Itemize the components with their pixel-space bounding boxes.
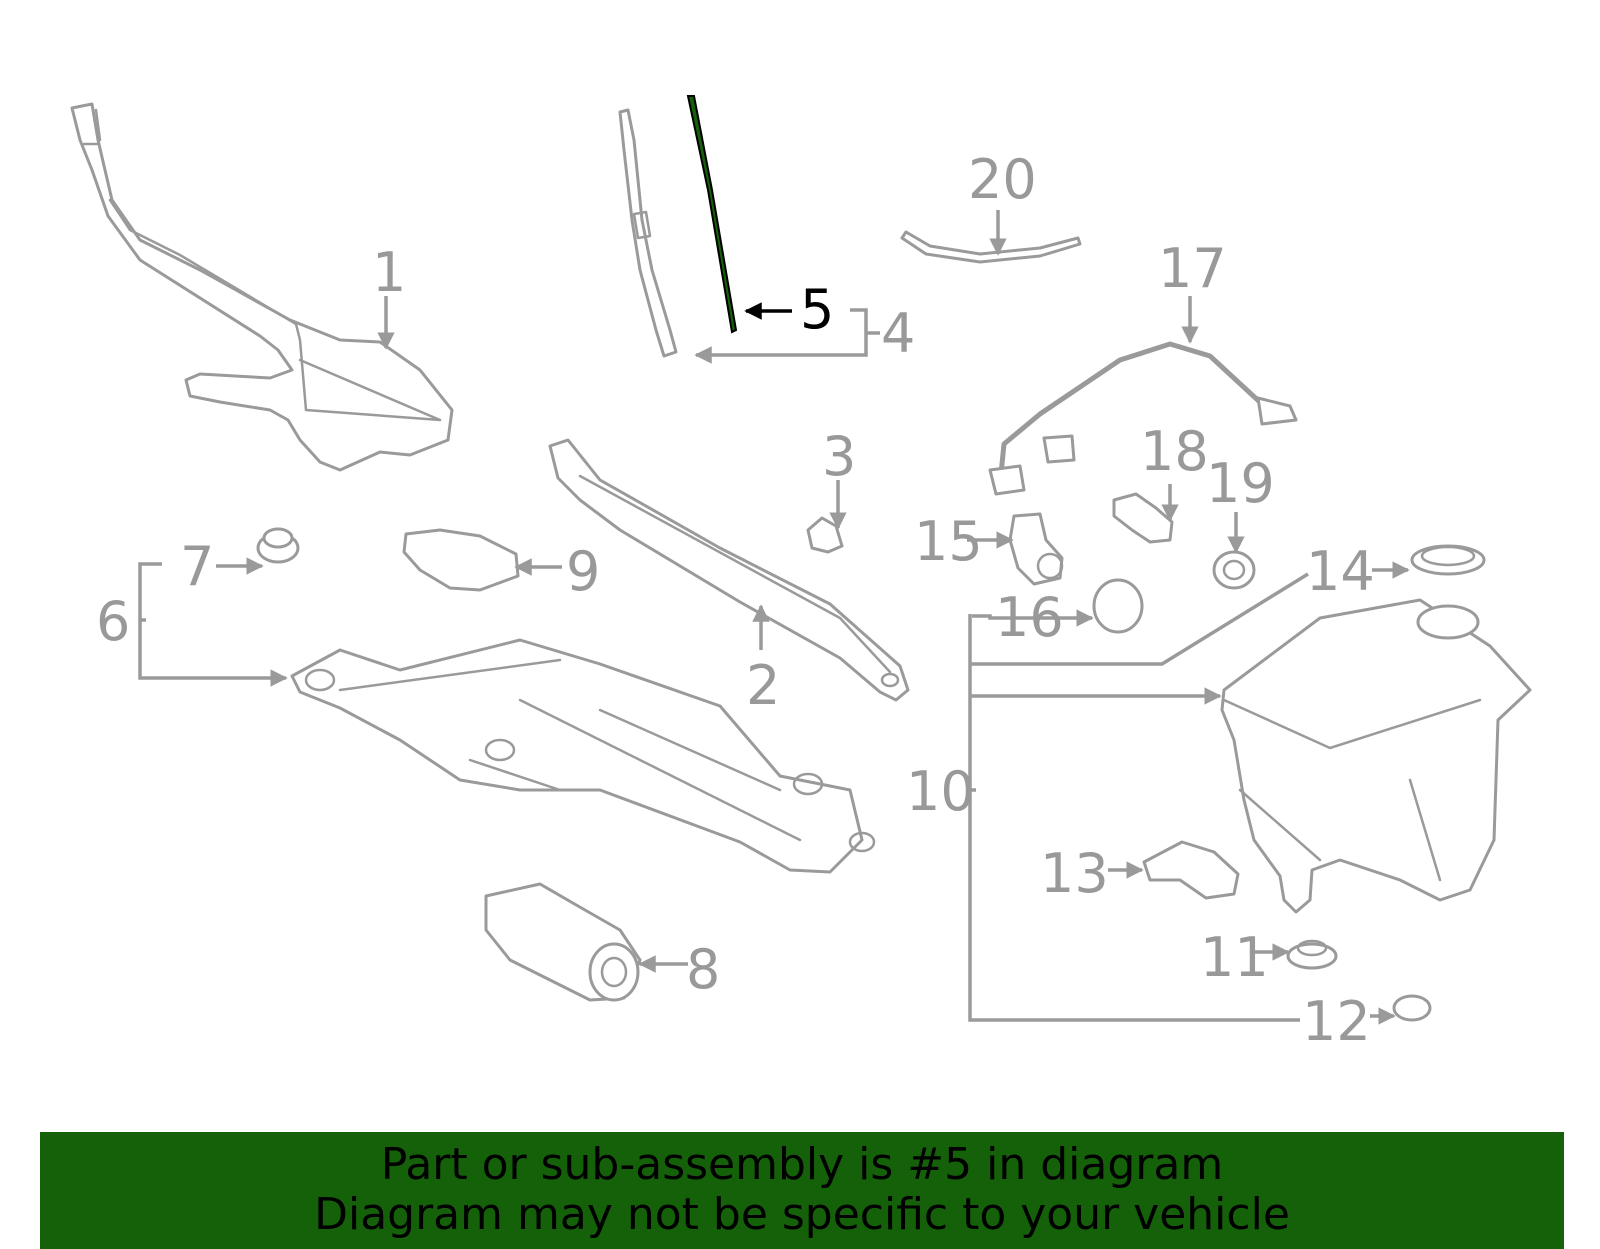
- part-4-wiper-blade: [618, 108, 678, 358]
- part-1-wiper-arm: [70, 102, 454, 472]
- part-17-wiring-harness: [988, 341, 1298, 496]
- part-19-grommet: [1212, 550, 1256, 590]
- banner-line-2: Diagram may not be specific to your vehi…: [314, 1189, 1290, 1240]
- leader-lines: [138, 210, 1410, 1025]
- callout-1: 1: [372, 241, 406, 304]
- part-2-wiper-arm: [548, 438, 910, 702]
- callout-9: 9: [566, 540, 600, 603]
- part-6-wiper-linkage: [290, 638, 876, 874]
- callout-19: 19: [1206, 452, 1275, 515]
- callout-11: 11: [1200, 926, 1269, 989]
- part-14-cap: [1410, 544, 1486, 576]
- part-10-washer-reservoir: [1220, 598, 1532, 914]
- callout-7: 7: [180, 535, 214, 598]
- parts-diagram: 1 2 3 4 5 6 7 8 9 10 11 12 13 14 15 16 1…: [70, 95, 1532, 1053]
- callout-10: 10: [906, 760, 975, 823]
- part-13-bracket: [1142, 840, 1240, 900]
- callout-18: 18: [1140, 420, 1209, 483]
- callout-8: 8: [686, 938, 720, 1001]
- part-9-bracket: [402, 528, 520, 592]
- callout-15: 15: [914, 510, 983, 573]
- part-7-grommet: [256, 527, 300, 564]
- callout-2: 2: [746, 654, 780, 717]
- callout-13: 13: [1040, 842, 1109, 905]
- callout-labels: 1 2 3 4 5 6 7 8 9 10 11 12 13 14 15 16 1…: [96, 148, 1375, 1053]
- part-12-o-ring: [1392, 994, 1432, 1022]
- callout-6: 6: [96, 590, 130, 653]
- part-5-blade-refill: [686, 95, 738, 334]
- callout-5: 5: [800, 278, 834, 341]
- callout-16: 16: [995, 586, 1064, 649]
- callout-4: 4: [881, 302, 915, 365]
- callout-17: 17: [1158, 237, 1227, 300]
- banner-line-1: Part or sub-assembly is #5 in diagram: [380, 1139, 1224, 1190]
- callout-3: 3: [822, 425, 856, 488]
- part-15-pump: [1008, 512, 1064, 586]
- info-banner: Part or sub-assembly is #5 in diagram Di…: [40, 1132, 1564, 1249]
- callout-12: 12: [1302, 990, 1371, 1053]
- part-11-grommet: [1286, 939, 1338, 970]
- part-16-ring: [1092, 578, 1144, 634]
- part-18-washer-motor: [1112, 492, 1174, 544]
- part-8-wiper-motor: [484, 882, 642, 1002]
- callout-14: 14: [1306, 540, 1375, 603]
- callout-20: 20: [968, 148, 1037, 211]
- part-20-hose: [900, 230, 1082, 264]
